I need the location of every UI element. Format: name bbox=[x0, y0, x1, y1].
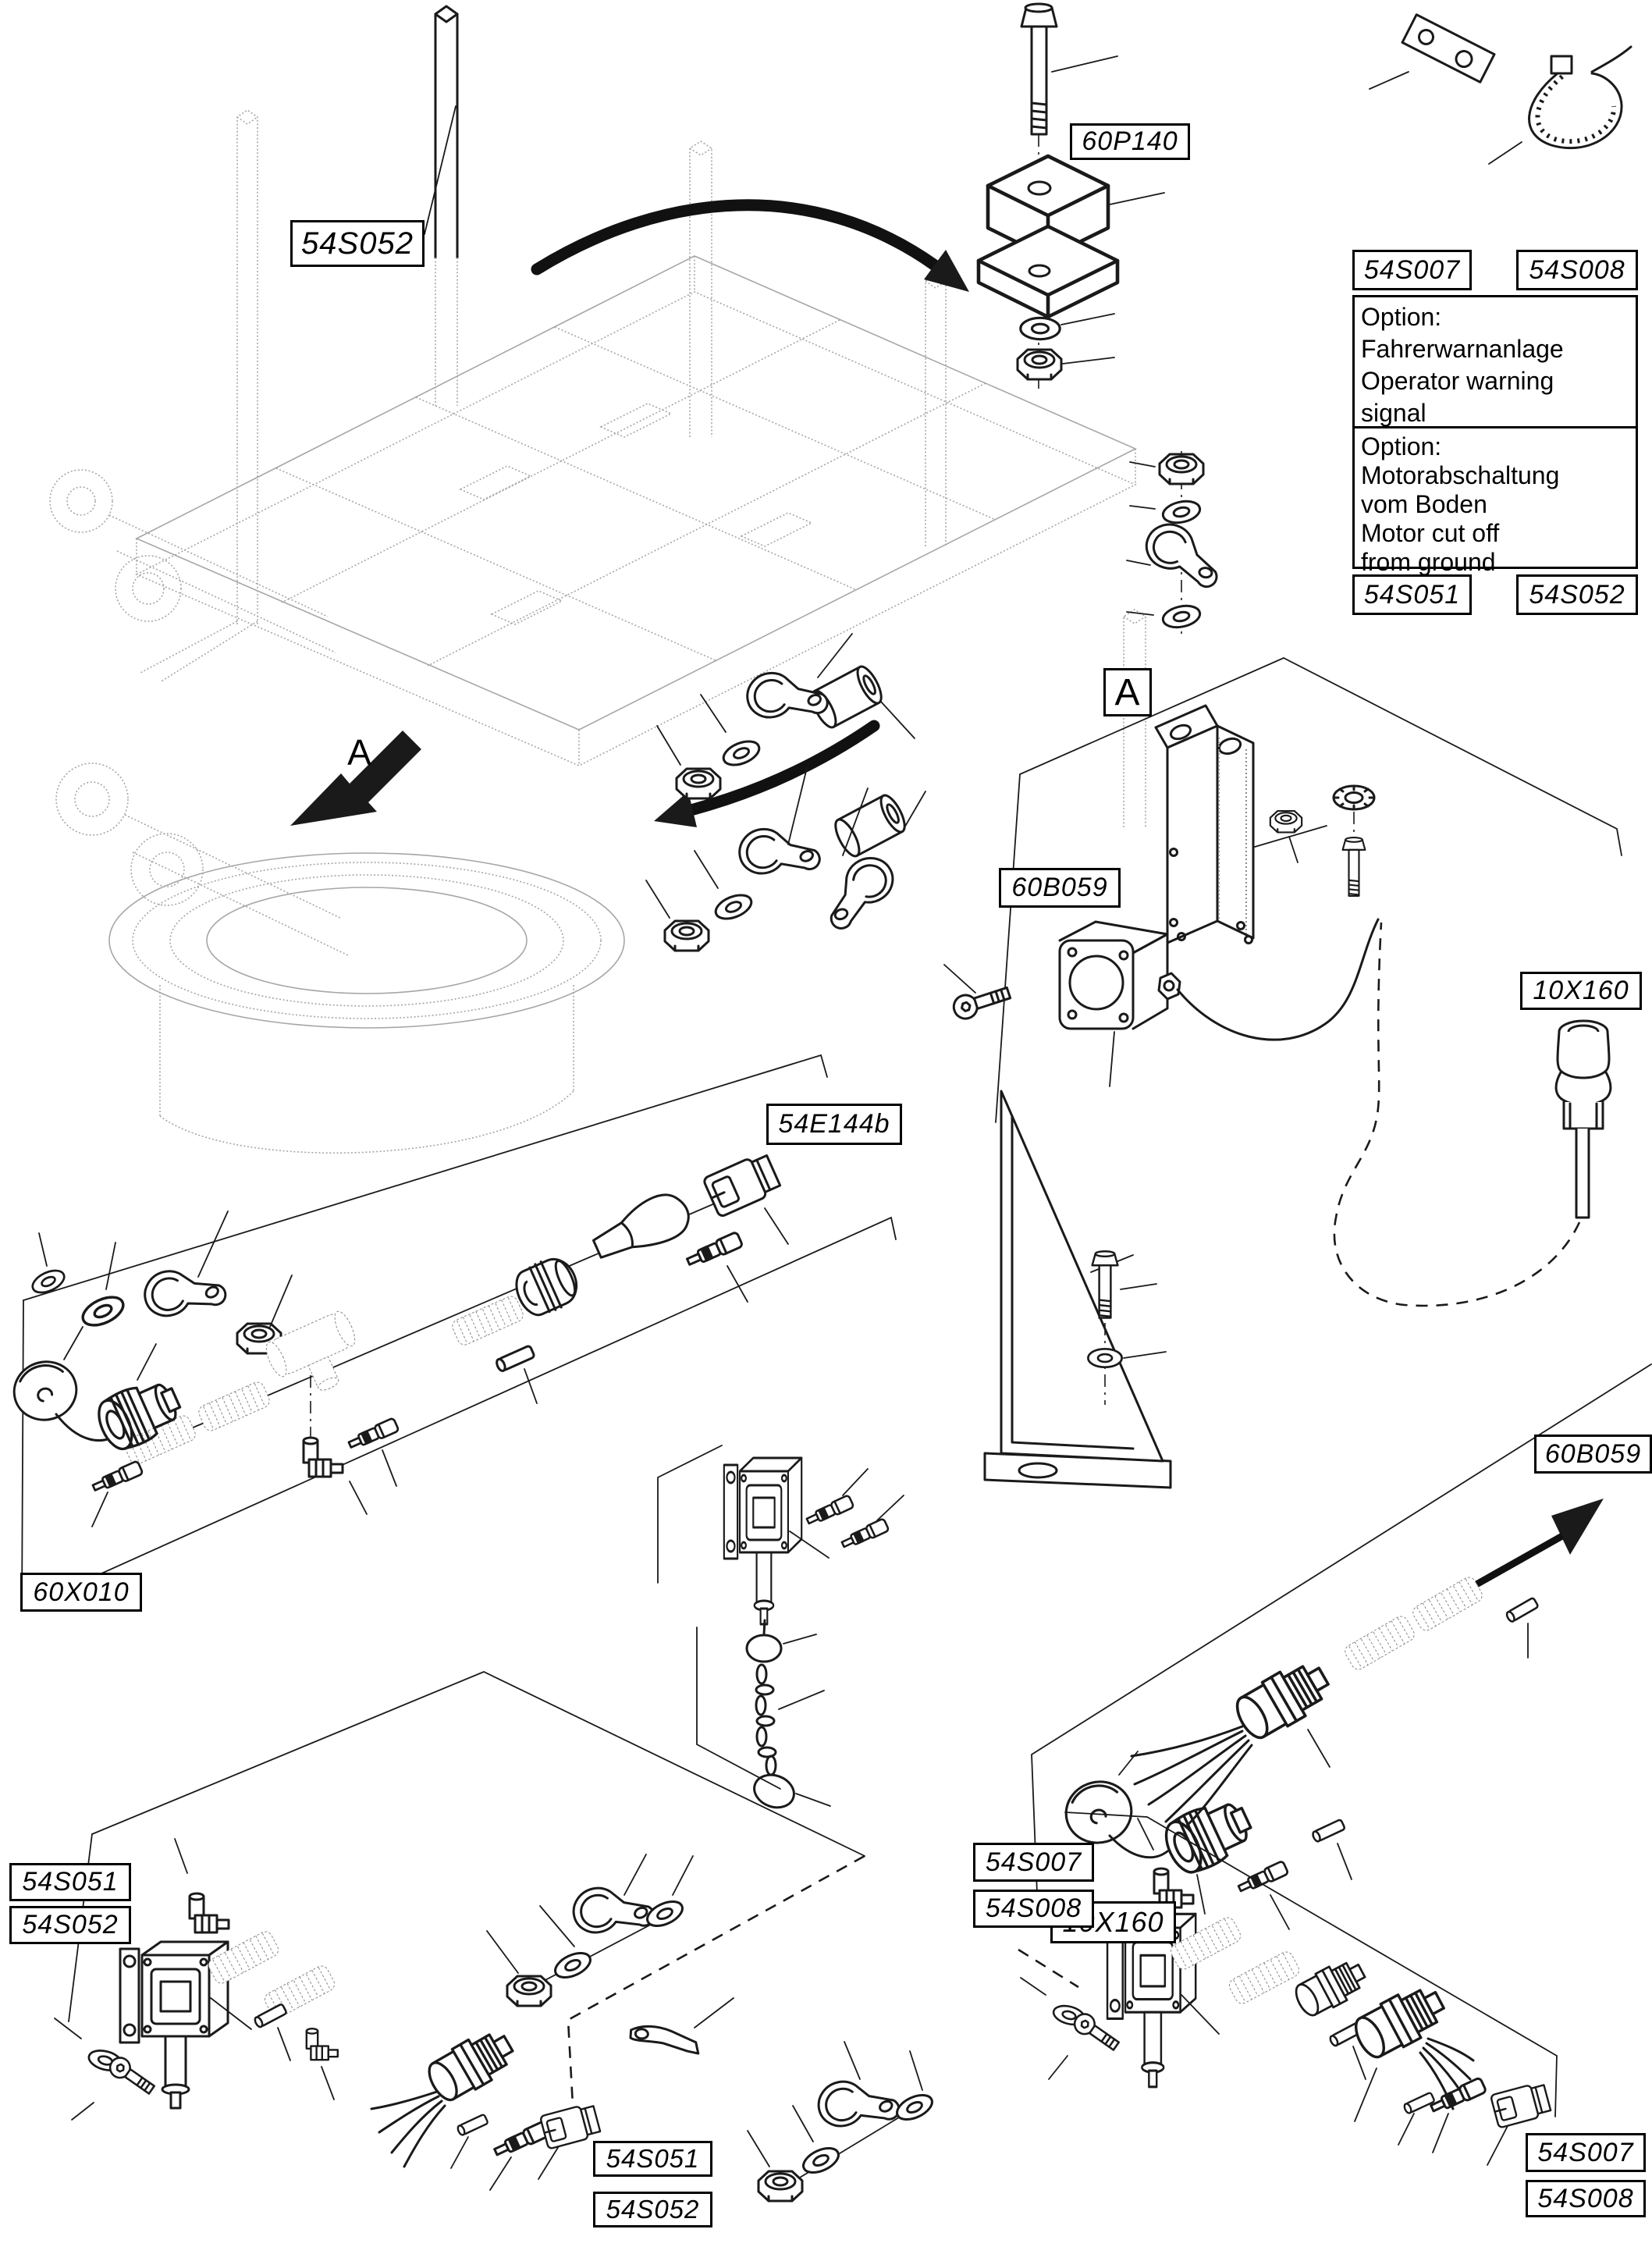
switch-assembly-left bbox=[54, 1671, 865, 2191]
clamp-stack-topright bbox=[1126, 451, 1224, 634]
lock-washer-icon bbox=[1332, 784, 1376, 811]
reference-arrow-mid bbox=[654, 720, 880, 827]
option-warning-signal: Option: Fahrerwarnanlage Operator warnin… bbox=[1355, 297, 1636, 427]
gland-60b059-2 bbox=[1031, 1363, 1652, 1915]
options-info-box: Option: Fahrerwarnanlage Operator warnin… bbox=[1352, 295, 1638, 576]
label-corner-54s008: 54S008 bbox=[1526, 2180, 1646, 2217]
mount-block-icon bbox=[986, 154, 1110, 260]
cable-gland-icon bbox=[1228, 1652, 1338, 1747]
info-line: Option: bbox=[1361, 432, 1442, 460]
label-60p140: 60P140 bbox=[1070, 123, 1190, 160]
info-line: Motorabschaltung bbox=[1361, 461, 1560, 489]
label-10x160-1: 10X160 bbox=[1520, 972, 1642, 1010]
info-line: vom Boden bbox=[1361, 490, 1487, 518]
label-info-54s051: 54S051 bbox=[1352, 574, 1472, 615]
round-connector-icon bbox=[515, 1257, 578, 1317]
label-left-54s052: 54S052 bbox=[9, 1906, 131, 1944]
label-info-54s008: 54S008 bbox=[1516, 250, 1638, 290]
label-frame-a-marker: A bbox=[347, 732, 372, 773]
socket-60x010 bbox=[6, 1326, 189, 1457]
info-line: signal bbox=[1361, 399, 1426, 427]
label-center-54s051: 54S051 bbox=[593, 2141, 712, 2177]
switch-assembly-right bbox=[1018, 1811, 1558, 2117]
option-motor-cutoff: Option: Motorabschaltung vom Boden Motor… bbox=[1355, 426, 1636, 576]
info-line: Operator warning bbox=[1361, 367, 1554, 395]
leader-line bbox=[424, 105, 457, 235]
label-corner-54s007: 54S007 bbox=[1526, 2133, 1646, 2172]
vibration-mount-60p140 bbox=[976, 2, 1165, 390]
small-screw-icon bbox=[1341, 836, 1366, 898]
gland-wires bbox=[1130, 1725, 1253, 1833]
info-line: Motor cut off bbox=[1361, 519, 1500, 547]
label-frame-54s052: 54S052 bbox=[290, 220, 425, 267]
info-line: Fahrerwarnanlage bbox=[1361, 335, 1564, 363]
label-60b059-1: 60B059 bbox=[999, 868, 1121, 908]
label-info-54s052: 54S052 bbox=[1516, 574, 1638, 615]
harness-54e144b bbox=[21, 1054, 897, 1611]
label-right-54s008: 54S008 bbox=[973, 1890, 1094, 1928]
clamp-group-bottom-right-small bbox=[747, 2041, 937, 2203]
pull-switch-assembly bbox=[657, 1445, 904, 1809]
label-right-54s007: 54S007 bbox=[973, 1843, 1094, 1882]
detail-a-arrow bbox=[290, 731, 421, 826]
gusset-bracket-icon bbox=[983, 1090, 1172, 1489]
label-left-54s051: 54S051 bbox=[9, 1863, 131, 1901]
clamp-group-mid-lower bbox=[645, 767, 926, 952]
hex-bolt-icon bbox=[1020, 2, 1058, 136]
leader-line bbox=[1369, 71, 1409, 90]
cable-tie-icon bbox=[1488, 45, 1632, 165]
washer-icon bbox=[1019, 316, 1061, 341]
swing-ring-ghost bbox=[108, 852, 625, 1154]
boom-arms-ghost bbox=[49, 469, 349, 956]
buzzer-60b059-icon bbox=[1058, 920, 1181, 1030]
lock-nut-icon bbox=[1016, 348, 1063, 381]
clamp-group-bottom-center bbox=[486, 1854, 734, 2055]
mounting-bracket-icon bbox=[1154, 704, 1255, 944]
clamp-group-mid-upper bbox=[656, 633, 915, 800]
label-60x010: 60X010 bbox=[20, 1573, 142, 1612]
buzzer-cable bbox=[1176, 918, 1380, 1041]
info-line: from ground bbox=[1361, 548, 1496, 576]
chain-icon bbox=[745, 1619, 831, 1809]
small-nut-icon bbox=[1269, 809, 1303, 834]
gland-wires bbox=[370, 2090, 446, 2168]
reference-arrow-top bbox=[531, 199, 969, 292]
corner-connector-group bbox=[1347, 1977, 1553, 2166]
frame-post-dark bbox=[434, 5, 459, 406]
gusset-bolt-icon bbox=[1087, 1250, 1167, 1405]
connector-10x160-1 bbox=[1333, 922, 1612, 1307]
detail-a-region bbox=[943, 657, 1622, 1489]
mount-plate-icon bbox=[976, 224, 1120, 319]
lever-arm-icon bbox=[628, 2024, 702, 2055]
label-detail-a: A bbox=[1103, 668, 1152, 716]
label-60b059-2: 60B059 bbox=[1534, 1435, 1652, 1474]
label-54e144b: 54E144b bbox=[766, 1104, 902, 1145]
label-info-54s007: 54S007 bbox=[1352, 250, 1472, 290]
info-line: Option: bbox=[1361, 303, 1442, 331]
retainer-plate-icon bbox=[1401, 13, 1496, 84]
machine-frame-ghost bbox=[49, 5, 1146, 1154]
label-center-54s052: 54S052 bbox=[593, 2192, 712, 2227]
socket-10x160-2 bbox=[1057, 1751, 1352, 1930]
